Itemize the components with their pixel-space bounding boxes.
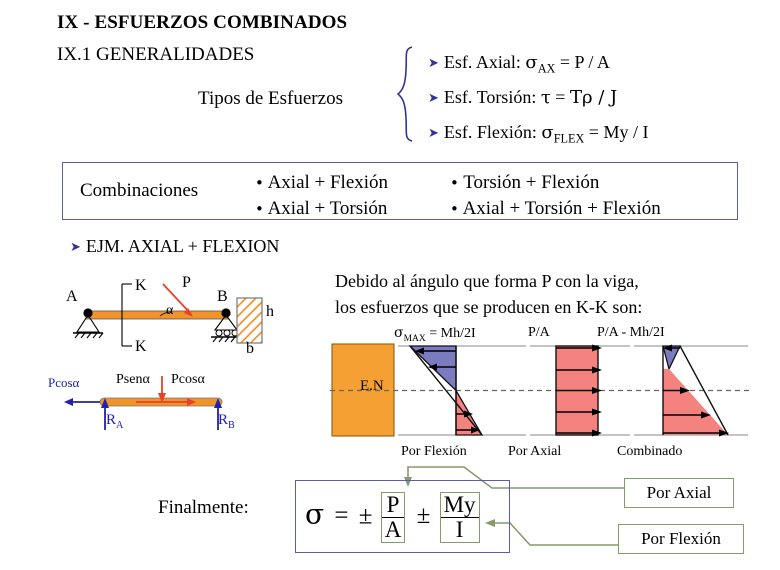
cross-section-height-label: h (266, 303, 274, 320)
stress-type-torsion: ➤ Esf. Torsión: τ = Tρ / J (428, 87, 617, 108)
combination-text: Axial + Flexión (267, 172, 389, 193)
bullet-dot-icon: • (255, 174, 264, 192)
sigma-subscript: FLEX (553, 131, 585, 146)
flexion-max-label: σMAX = Mh/2I (394, 325, 476, 344)
stress-expression: P / A (574, 52, 610, 72)
sigma-symbol: σ (541, 122, 554, 143)
list-item: • Torsión + Flexión (450, 170, 661, 196)
stress-type-label: Esf. Torsión: (443, 87, 537, 107)
cross-section-diagram (236, 297, 272, 347)
caption-por-axial: Por Axial (508, 444, 562, 459)
section-label-k-top: K (135, 277, 147, 294)
stress-type-label: Esf. Axial: (443, 52, 521, 72)
fbd-label-rb: RB (218, 412, 235, 431)
sigma-symbol: σ (525, 52, 538, 73)
connector-axial (407, 466, 624, 489)
combination-text: Torsión + Flexión (463, 172, 600, 193)
caption-combinado: Combinado (617, 444, 683, 459)
combinaciones-column-1: • Axial + Flexión • Axial + Torsión (255, 170, 388, 222)
stress-type-flexion: ➤ Esf. Flexión: σFLEX = My / I (428, 122, 648, 147)
fbd-label-pcos-left: Pcosα (48, 375, 80, 390)
callout-por-flexion: Por Flexión (618, 524, 744, 554)
combination-text: Axial + Torsión + Flexión (462, 198, 661, 219)
connector-flexion (490, 522, 618, 546)
beam-label-b: B (217, 288, 228, 305)
callout-por-axial: Por Axial (624, 478, 734, 508)
bullet-dot-icon: • (450, 174, 459, 192)
list-item: • Axial + Torsión + Flexión (450, 196, 661, 222)
section-subtitle: IX.1 GENERALIDADES (57, 44, 255, 65)
final-formula: σ = ± P A ± My I (305, 492, 480, 544)
bullet-dot-icon: • (255, 200, 264, 218)
equals-sign: = (555, 87, 566, 107)
example-heading: ➤ EJM. AXIAL + FLEXION (70, 236, 279, 257)
example-label: EJM. AXIAL + FLEXION (85, 236, 280, 256)
curly-brace-icon (396, 46, 416, 142)
arrow-bullet-icon: ➤ (428, 56, 439, 71)
equals-sign: = (334, 502, 349, 530)
callout-connectors (290, 455, 760, 565)
caption-por-flexion: Por Flexión (401, 444, 467, 459)
arrow-bullet-icon: ➤ (428, 91, 439, 106)
load-label-p: P (182, 274, 191, 291)
axial-stress-label: P/A (528, 325, 550, 340)
free-body-diagram (48, 372, 278, 434)
section-label-k-bottom: K (135, 338, 147, 355)
fraction-my-over-i: My I (439, 492, 480, 544)
arrow-bullet-icon: ➤ (428, 126, 439, 141)
fbd-label-pcos-right: Pcosα (171, 372, 205, 387)
stress-distribution-diagrams (330, 340, 750, 442)
fraction-p-over-a: P A (380, 492, 406, 544)
neutral-axis-label: E.N (360, 378, 384, 394)
explanation-text: Debido al ángulo que forma P con la viga… (335, 268, 642, 320)
sigma-subscript: AX (537, 61, 556, 76)
bullet-dot-icon: • (450, 200, 459, 218)
plus-minus-2: ± (416, 502, 431, 530)
list-item: • Axial + Flexión (255, 170, 388, 196)
cross-section-base-label: b (246, 340, 254, 357)
tipos-de-esfuerzos-label: Tipos de Esfuerzos (198, 88, 343, 109)
finalmente-label: Finalmente: (158, 497, 249, 518)
page-title: IX - ESFUERZOS COMBINADOS (57, 12, 348, 33)
stress-type-label: Esf. Flexión: (443, 122, 537, 142)
equals-sign: = (588, 122, 599, 142)
combined-tension-area (663, 369, 728, 435)
combinaciones-column-2: • Torsión + Flexión • Axial + Torsión + … (450, 170, 661, 222)
fbd-label-psen: Psenα (116, 372, 150, 387)
beam-diagram (60, 272, 310, 364)
combined-stress-label: P/A - Mh/2I (597, 325, 665, 340)
plus-minus-1: ± (358, 502, 373, 530)
list-item: • Axial + Torsión (255, 196, 388, 222)
combination-text: Axial + Torsión (267, 198, 388, 219)
stress-expression: My / I (603, 122, 649, 142)
stress-type-axial: ➤ Esf. Axial: σAX = P / A (428, 52, 610, 77)
explanation-line-2: los esfuerzos que se producen en K-K son… (335, 297, 643, 317)
beam-label-a: A (66, 288, 78, 305)
combinaciones-box (62, 162, 738, 220)
angle-label-alpha: α (166, 303, 174, 318)
arrow-bullet-icon: ➤ (70, 240, 81, 255)
explanation-line-1: Debido al ángulo que forma P con la viga… (335, 271, 639, 291)
final-formula-box (295, 480, 510, 553)
stress-expression: Tρ / J (569, 87, 618, 108)
tau-symbol: τ (540, 87, 551, 108)
sigma-symbol: σ (305, 497, 325, 531)
equals-sign: = (559, 52, 571, 72)
fbd-label-ra: RA (106, 412, 124, 431)
combinaciones-label: Combinaciones (80, 180, 199, 201)
